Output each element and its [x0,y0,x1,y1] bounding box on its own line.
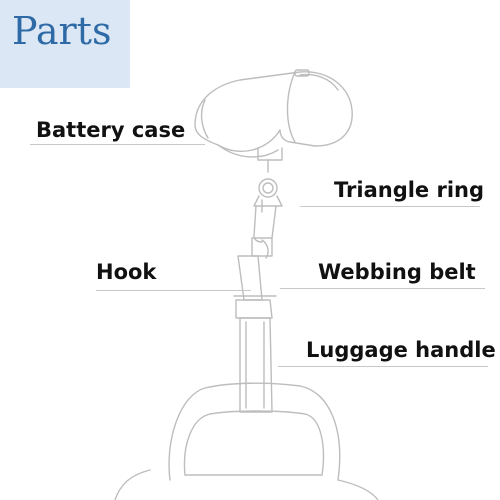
label-webbing-belt: Webbing belt [318,260,476,284]
label-luggage-handle: Luggage handle [306,338,496,362]
page-title: Parts [12,9,112,53]
luggage-handle-shape [114,382,379,500]
label-battery-case: Battery case [36,118,186,142]
label-triangle-ring: Triangle ring [334,178,485,202]
battery-case-leader [30,144,205,145]
battery-case-shape [194,69,353,161]
hook-shape [251,199,277,259]
label-hook: Hook [96,260,157,284]
triangle-ring-shape [253,159,283,207]
header-band [0,0,130,88]
webbing-belt-leader [280,288,485,289]
triangle-ring-leader [300,206,480,207]
luggage-handle-leader [278,366,488,367]
webbing-belt-shape [233,255,277,413]
hook-leader [96,290,251,291]
